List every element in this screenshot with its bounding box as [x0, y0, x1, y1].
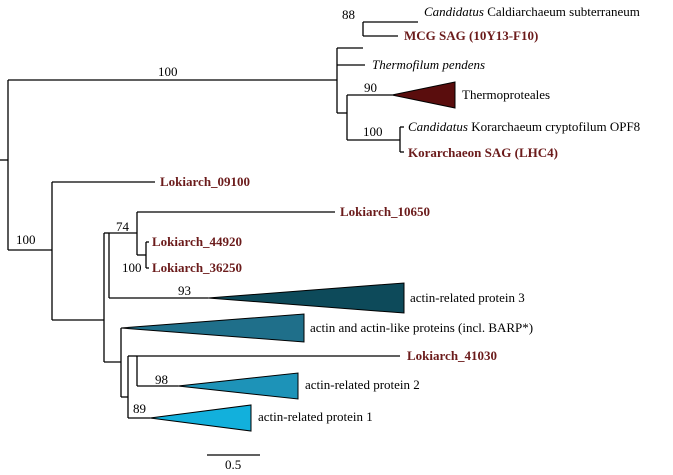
label-korarchaeum-genus: Candidatus — [408, 119, 468, 134]
label-thermoproteales: Thermoproteales — [462, 87, 550, 102]
support-100-lokiarch-pair: 100 — [122, 260, 142, 275]
support-89: 89 — [133, 401, 146, 416]
support-74: 74 — [116, 219, 130, 234]
scale-bar-label: 0.5 — [225, 457, 241, 472]
label-arp2: actin-related protein 2 — [305, 377, 420, 392]
support-93: 93 — [178, 283, 191, 298]
label-lokiarch-09100: Lokiarch_09100 — [160, 174, 250, 189]
support-100-lower: 100 — [16, 232, 36, 247]
support-100-upper: 100 — [158, 64, 178, 79]
thermoproteales-collapsed-clade — [391, 81, 456, 109]
label-lokiarch-36250: Lokiarch_36250 — [152, 260, 242, 275]
label-korarchaeum-species: Korarchaeum cryptofilum OPF8 — [468, 119, 640, 134]
label-korarchaeum: Candidatus Korarchaeum cryptofilum OPF8 — [408, 119, 640, 134]
support-98: 98 — [155, 372, 168, 387]
arp2-collapsed-clade — [177, 372, 299, 400]
arp1-collapsed-clade — [149, 404, 252, 432]
label-arp3: actin-related protein 3 — [410, 290, 525, 305]
label-lokiarch-44920: Lokiarch_44920 — [152, 234, 242, 249]
label-korarchaeon-sag: Korarchaeon SAG (LHC4) — [408, 145, 558, 160]
label-caldiarchaeum-genus: Candidatus — [424, 4, 484, 19]
label-actin-barp: actin and actin-like proteins (incl. BAR… — [310, 320, 533, 335]
arp3-collapsed-clade — [207, 282, 405, 314]
support-100-korarchaeota: 100 — [363, 124, 383, 139]
actin-collapsed-clade — [120, 313, 305, 343]
label-lokiarch-41030: Lokiarch_41030 — [407, 348, 497, 363]
label-lokiarch-10650: Lokiarch_10650 — [340, 204, 430, 219]
label-thermofilum: Thermofilum pendens — [372, 57, 485, 72]
support-90: 90 — [364, 80, 377, 95]
label-caldiarchaeum: Candidatus Caldiarchaeum subterraneum — [424, 4, 640, 19]
label-mcg-sag: MCG SAG (10Y13-F10) — [404, 28, 538, 43]
support-88: 88 — [342, 7, 355, 22]
label-caldiarchaeum-species: Caldiarchaeum subterraneum — [484, 4, 640, 19]
label-arp1: actin-related protein 1 — [258, 409, 373, 424]
